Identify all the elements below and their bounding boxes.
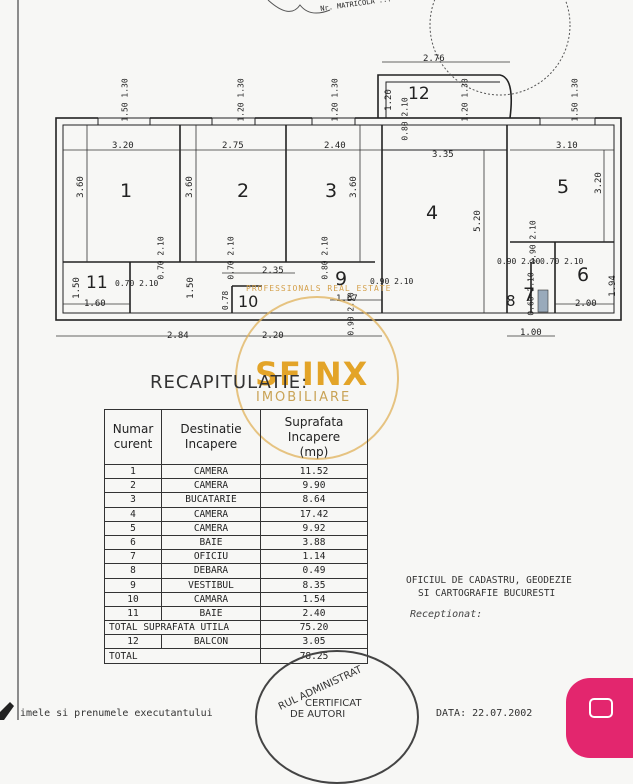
door-label-entrance: 0.90 2.10: [370, 277, 414, 286]
dim-room11-height: 1.50: [71, 277, 82, 299]
dim-room2-height: 3.60: [184, 176, 195, 198]
dim-hall-width: 2.35: [262, 266, 284, 276]
dim-room10-height: 1.50: [185, 277, 196, 299]
window-label-4: 1.20 1.30: [460, 78, 470, 122]
dim-room3-width: 2.40: [324, 141, 346, 151]
executant-label: imele si prenumele executantului: [20, 708, 213, 719]
door-label-room6: 0.70 2.10: [540, 257, 584, 266]
door-label-room1: 0.70 2.10: [156, 236, 166, 280]
dim-room6-width: 2.00: [575, 299, 597, 309]
recap-title: RECAPITULATIE:: [150, 372, 309, 393]
cadastre-office: OFICIUL DE CADASTRU, GEODEZIE SI CARTOGR…: [406, 574, 572, 600]
door-label-room8: 0.60 2.10: [526, 272, 536, 316]
office-line-2: SI CARTOGRAFIE BUCURESTI: [418, 588, 556, 599]
received-label: Receptionat:: [410, 609, 483, 620]
room-label-4: 4: [426, 202, 439, 224]
pencil-icon[interactable]: [0, 700, 14, 720]
room-label-6: 6: [577, 264, 590, 286]
room-label-8: 8: [506, 292, 516, 310]
room-label-1: 1: [120, 180, 133, 202]
dim-room5-height: 3.20: [593, 172, 604, 194]
room-label-12: 12: [408, 84, 430, 104]
dim-room1-width: 3.20: [112, 141, 134, 151]
room-label-10: 10: [238, 292, 259, 311]
room-label-2: 2: [237, 180, 250, 202]
dim-room3-height: 3.60: [348, 176, 359, 198]
stamp-line-2: CERTIFICAT: [305, 698, 362, 709]
door-label-room2: 0.70 2.10: [226, 236, 236, 280]
room-label-11: 11: [86, 273, 108, 293]
dim-room4-height: 5.20: [472, 210, 483, 232]
dim-room4-width: 3.35: [432, 150, 454, 160]
room-label-7: 7: [523, 284, 536, 306]
date-label: DATA: 22.07.2002: [436, 708, 533, 719]
window-label-2: 1.20 1.30: [236, 78, 246, 122]
dim-balcony-width: 2.76: [423, 54, 445, 64]
watermark-ring-text: PROFESSIONALS REAL ESTATE: [246, 284, 392, 293]
window-label-1: 1.50 1.30: [120, 78, 130, 122]
stamp-line-3: DE AUTORI: [290, 709, 346, 720]
window-label-5: 1.50 1.30: [570, 78, 580, 122]
room-label-9: 9: [335, 268, 348, 290]
office-line-1: OFICIUL DE CADASTRU, GEODEZIE: [406, 575, 572, 586]
dim-room2-width: 2.75: [222, 141, 244, 151]
dim-room11-width: 1.60: [84, 299, 106, 309]
door-label-room7: 0.90 2.10: [497, 257, 541, 266]
dim-balcony-door: 1.20: [383, 89, 394, 111]
door-label-room3: 0.80 2.10: [320, 236, 330, 280]
room-label-3: 3: [325, 180, 338, 202]
gallery-icon[interactable]: [589, 698, 613, 718]
dim-vestibul-width: 1.67: [336, 294, 358, 304]
watermark-brand: SFINX: [255, 355, 369, 393]
dim-bottom-100: 1.00: [520, 328, 542, 338]
dim-room6-height: 1.94: [607, 275, 618, 297]
door-label-room11: 0.70 2.10: [115, 279, 159, 288]
dim-room1-height: 3.60: [75, 176, 86, 198]
watermark-subtitle: IMOBILIARE: [256, 390, 352, 405]
dim-room5-width: 3.10: [556, 141, 578, 151]
room-label-5: 5: [557, 176, 570, 198]
window-label-3: 1.20 1.30: [330, 78, 340, 122]
door-label-room10: 0.78: [221, 290, 231, 311]
app-badge-button[interactable]: [566, 678, 633, 758]
dim-bottom-284: 2.84: [167, 331, 189, 341]
door-label-balcony: 0.80 2.10: [400, 97, 410, 141]
